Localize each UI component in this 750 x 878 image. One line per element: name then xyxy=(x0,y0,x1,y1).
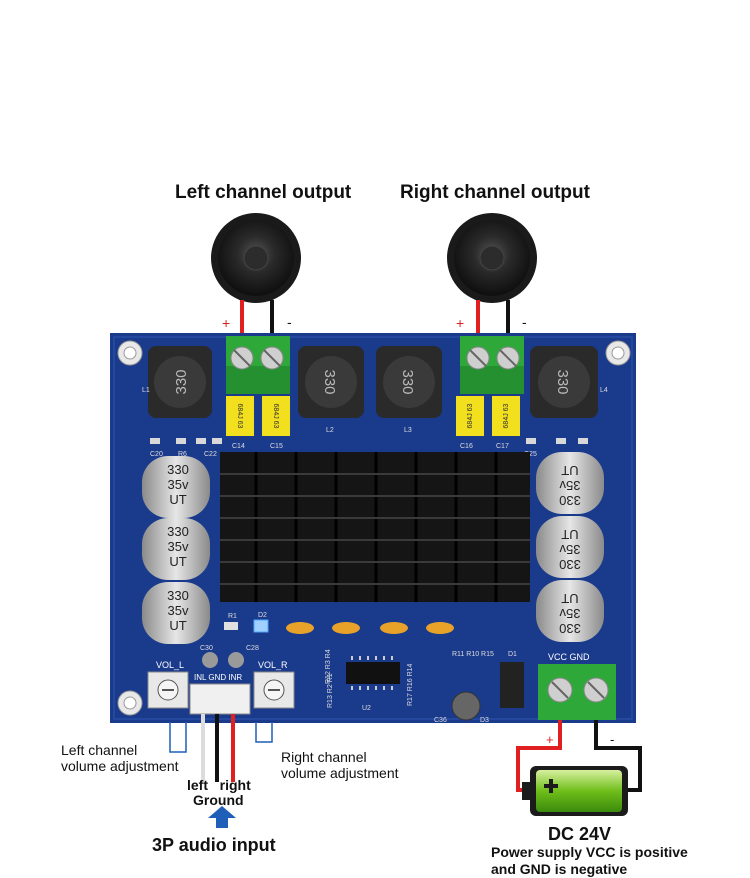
right-speaker-terminal xyxy=(460,336,524,394)
svg-text:L3: L3 xyxy=(404,427,412,434)
svg-text:35v: 35v xyxy=(168,603,189,618)
svg-text:UT: UT xyxy=(561,527,578,542)
svg-text:C15: C15 xyxy=(270,443,283,450)
left-output-title: Left channel output xyxy=(175,182,352,203)
mounting-hole-icon xyxy=(117,340,631,716)
svg-text:-: - xyxy=(610,732,614,747)
svg-text:UT: UT xyxy=(169,618,186,633)
svg-text:C14: C14 xyxy=(232,443,245,450)
inductor-l1: 330 xyxy=(148,346,212,418)
power-terminal xyxy=(538,664,616,720)
svg-text:330: 330 xyxy=(321,369,338,394)
svg-text:D3: D3 xyxy=(480,717,489,724)
svg-text:684J 63: 684J 63 xyxy=(236,404,243,429)
electrolytic-cap-right-3: 330 35v UT xyxy=(536,580,604,642)
svg-text:UT: UT xyxy=(561,463,578,478)
audio-input-label: 3P audio input xyxy=(152,835,276,855)
svg-text:UT: UT xyxy=(169,492,186,507)
film-cap-c15: 684J 63 xyxy=(262,396,290,436)
left-speaker-plus: + xyxy=(222,315,230,331)
electrolytic-cap-right-2: 330 35v UT xyxy=(536,516,604,578)
svg-text:U2: U2 xyxy=(362,705,371,712)
film-cap-c14: 684J 63 xyxy=(226,396,254,436)
svg-text:R12 R3 R4: R12 R3 R4 xyxy=(325,649,332,684)
svg-text:C20: C20 xyxy=(150,451,163,458)
svg-text:R1: R1 xyxy=(228,613,237,620)
svg-text:C36: C36 xyxy=(434,717,447,724)
svg-text:C16: C16 xyxy=(460,443,473,450)
left-speaker-terminal xyxy=(226,336,290,394)
right-output-title: Right channel output xyxy=(400,182,590,203)
svg-text:35v: 35v xyxy=(168,477,189,492)
ic-u2 xyxy=(346,662,400,684)
svg-text:L2: L2 xyxy=(326,427,334,434)
power-note-line2: and GND is negative xyxy=(491,861,628,877)
film-cap-c17: 684J 63 xyxy=(492,396,520,436)
svg-text:R11 R10 R15: R11 R10 R15 xyxy=(452,651,494,658)
film-cap-c16: 684J 63 xyxy=(456,396,484,436)
electrolytic-cap-left-1: 330 35v UT xyxy=(142,456,210,518)
svg-text:330: 330 xyxy=(167,588,189,603)
svg-text:C17: C17 xyxy=(496,443,509,450)
svg-text:35v: 35v xyxy=(559,542,580,557)
svg-text:R17 R16 R14: R17 R16 R14 xyxy=(407,663,414,706)
led-icon xyxy=(253,619,269,633)
svg-text:330: 330 xyxy=(173,369,190,394)
svg-text:R6: R6 xyxy=(178,451,187,458)
svg-text:L4: L4 xyxy=(600,387,608,394)
svg-text:330: 330 xyxy=(559,493,581,508)
svg-text:VOL_R: VOL_R xyxy=(258,660,288,670)
svg-text:D2: D2 xyxy=(258,612,267,619)
svg-text:+: + xyxy=(546,732,554,747)
svg-text:35v: 35v xyxy=(168,539,189,554)
svg-text:C28: C28 xyxy=(246,645,259,652)
inductor-l4: 330 xyxy=(530,346,598,418)
ground-label: Ground xyxy=(193,792,244,808)
audio-input-header xyxy=(189,683,251,715)
power-note-line1: Power supply VCC is positive xyxy=(491,844,688,860)
svg-text:UT: UT xyxy=(561,591,578,606)
svg-text:330: 330 xyxy=(554,369,571,394)
inductor-l3: 330 xyxy=(376,346,442,418)
left-volume-label: Left channel volume adjustment xyxy=(61,742,179,774)
svg-text:330: 330 xyxy=(559,621,581,636)
svg-text:330: 330 xyxy=(167,524,189,539)
svg-text:330: 330 xyxy=(559,557,581,572)
svg-text:684J 63: 684J 63 xyxy=(503,403,510,428)
svg-text:C22: C22 xyxy=(204,451,217,458)
right-speaker-minus: - xyxy=(522,314,527,330)
right-speaker-plus: + xyxy=(456,315,464,331)
svg-text:C25: C25 xyxy=(524,451,537,458)
left-speaker-minus: - xyxy=(287,314,292,330)
dc-voltage-label: DC 24V xyxy=(548,824,612,844)
svg-text:VOL_L: VOL_L xyxy=(156,660,184,670)
svg-text:35v: 35v xyxy=(559,606,580,621)
diode-d1 xyxy=(500,662,524,708)
svg-text:L1: L1 xyxy=(142,387,150,394)
svg-text:R13 R2 R1: R13 R2 R1 xyxy=(327,673,334,708)
heatsink xyxy=(220,452,530,602)
svg-text:INL GND INR: INL GND INR xyxy=(194,673,242,682)
svg-text:VCC GND: VCC GND xyxy=(548,652,590,662)
svg-text:330: 330 xyxy=(167,462,189,477)
svg-text:684J 63: 684J 63 xyxy=(272,404,279,429)
right-speaker-icon xyxy=(447,213,537,303)
svg-text:UT: UT xyxy=(169,554,186,569)
inductor-l2: 330 xyxy=(298,346,364,418)
svg-text:330: 330 xyxy=(399,369,416,394)
left-right-label: left right xyxy=(187,777,251,793)
battery-icon xyxy=(522,766,628,816)
up-arrow-icon xyxy=(208,806,236,828)
svg-text:C30: C30 xyxy=(200,645,213,652)
svg-text:35v: 35v xyxy=(559,478,580,493)
svg-text:D1: D1 xyxy=(508,651,517,658)
svg-text:684J 63: 684J 63 xyxy=(467,403,474,428)
cap-c36 xyxy=(451,691,481,721)
left-speaker-icon xyxy=(211,213,301,303)
electrolytic-cap-left-2: 330 35v UT xyxy=(142,518,210,580)
right-volume-label: Right channel volume adjustment xyxy=(281,749,399,781)
electrolytic-cap-right-1: 330 35v UT xyxy=(536,452,604,514)
electrolytic-cap-left-3: 330 35v UT xyxy=(142,582,210,644)
